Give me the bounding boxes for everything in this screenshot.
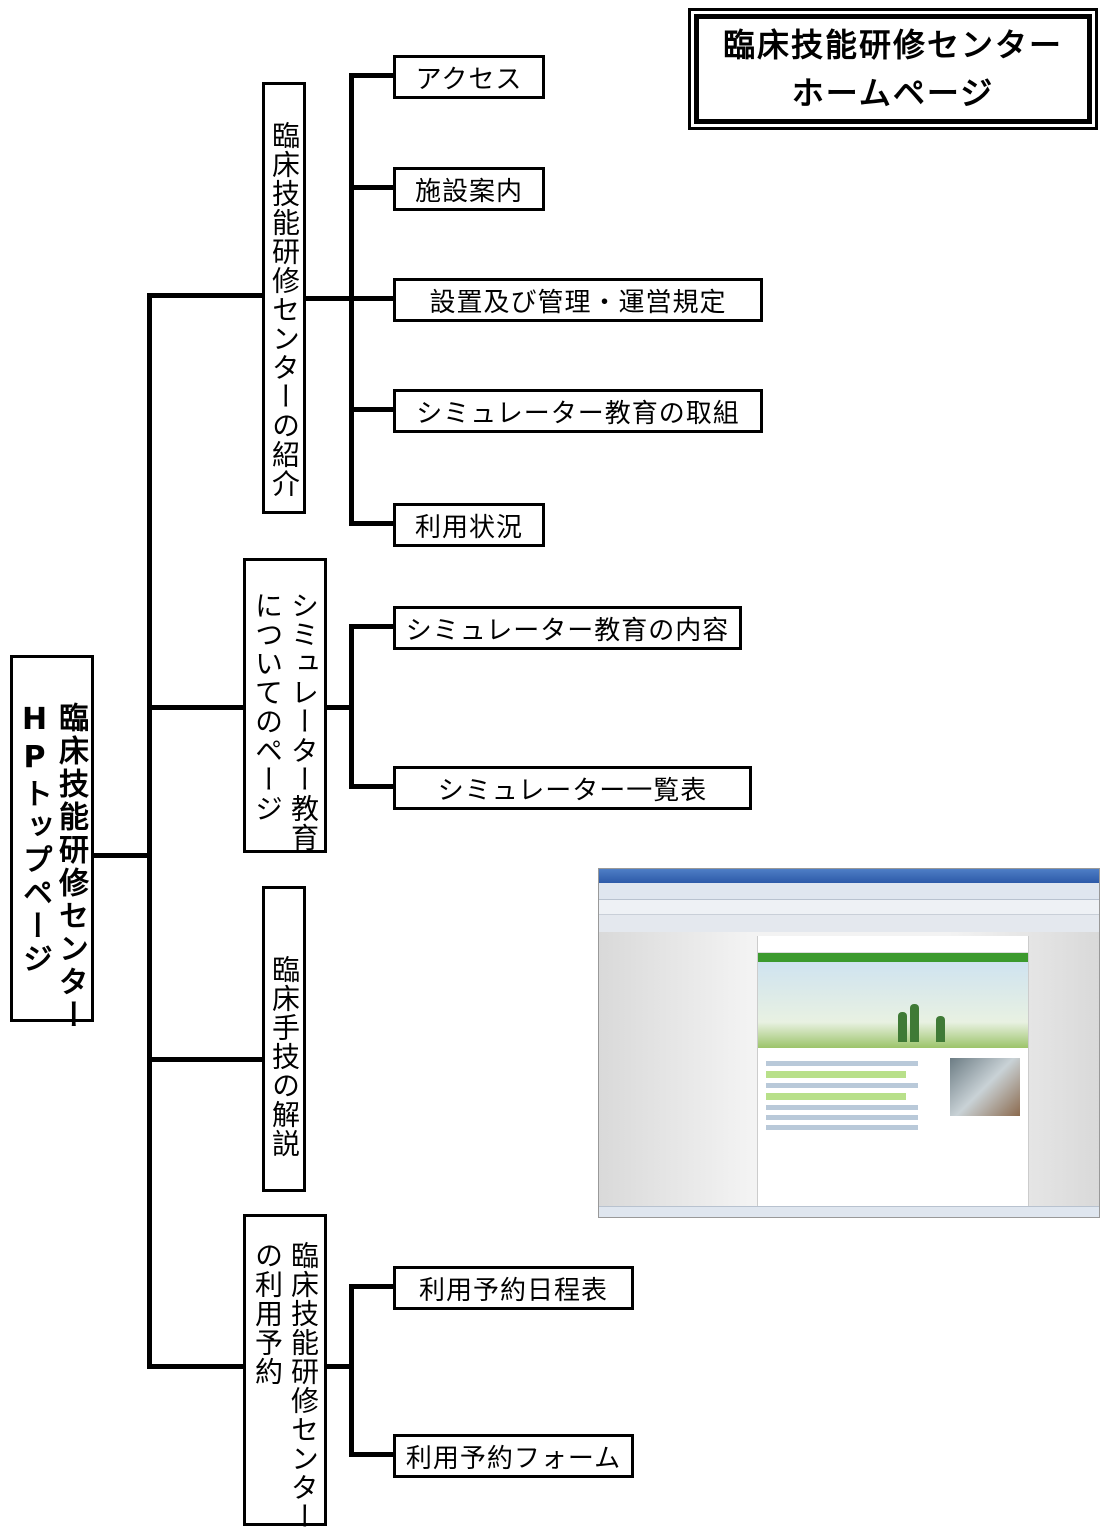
root-connector	[94, 853, 150, 858]
intro-out	[305, 296, 352, 301]
booking-tick-1	[349, 1284, 394, 1289]
content-line	[766, 1115, 919, 1120]
website-body	[757, 936, 1029, 1207]
intro-tick-1	[349, 73, 394, 78]
browser-address-bar	[599, 883, 1099, 900]
banner-tree	[898, 1012, 907, 1042]
branch-sim	[147, 705, 245, 710]
content-highlight	[766, 1093, 906, 1100]
section-simulator-label-2: についてのページ	[251, 591, 284, 823]
leaf-usage-status: 利用状況	[393, 503, 545, 547]
sim-trunk	[349, 624, 354, 789]
content-highlight	[766, 1071, 906, 1078]
section-booking-label-2: の利用予約	[251, 1241, 284, 1386]
browser-toolbar	[599, 900, 1099, 915]
browser-status-bar	[599, 1206, 1099, 1217]
branch-booking	[147, 1364, 245, 1369]
leaf-access: アクセス	[393, 55, 545, 99]
website-content	[758, 1048, 1028, 1143]
content-line	[766, 1125, 919, 1130]
main-trunk	[147, 293, 152, 1368]
section-intro: 臨床技能研修センターの紹介	[262, 82, 306, 514]
website-page	[599, 932, 1099, 1207]
root-label-line-1: 臨床技能研修センター	[53, 702, 88, 1032]
leaf-regulations: 設置及び管理・運営規定	[393, 278, 763, 322]
section-intro-label: 臨床技能研修センターの紹介	[268, 121, 301, 498]
website-navbar	[758, 953, 1028, 962]
website-banner-image	[758, 962, 1028, 1048]
branch-intro	[147, 293, 265, 298]
title-line-2: ホームページ	[791, 74, 995, 112]
content-line	[766, 1061, 919, 1066]
content-line	[766, 1083, 919, 1088]
leaf-sim-content: シミュレーター教育の内容	[393, 606, 742, 650]
section-booking-label-1: 臨床技能研修センター	[287, 1241, 320, 1531]
booking-trunk	[349, 1284, 354, 1457]
sim-tick-2	[349, 784, 394, 789]
content-line	[766, 1105, 919, 1110]
website-photo	[950, 1058, 1020, 1116]
leaf-sim-list: シミュレーター一覧表	[393, 766, 752, 810]
intro-tick-4	[349, 407, 394, 412]
root-label-line-2: HPトップページ	[17, 702, 52, 976]
leaf-booking-form: 利用予約フォーム	[393, 1434, 634, 1478]
website-header	[758, 936, 1028, 953]
intro-tick-2	[349, 185, 394, 190]
booking-out	[326, 1364, 352, 1369]
website-screenshot-image	[598, 868, 1100, 1218]
section-manual-label: 臨床手技の解説	[268, 955, 301, 1158]
title-line-1: 臨床技能研修センター	[722, 26, 1063, 64]
intro-tick-3	[349, 296, 394, 301]
sim-out	[326, 705, 352, 710]
banner-tree	[936, 1016, 945, 1042]
intro-tick-5	[349, 521, 394, 526]
banner-tree	[910, 1004, 919, 1042]
root-node: 臨床技能研修センター HPトップページ	[10, 655, 94, 1032]
leaf-booking-schedule: 利用予約日程表	[393, 1266, 634, 1310]
sim-tick-1	[349, 624, 394, 629]
section-simulator: シミュレーター教育 についてのページ	[243, 558, 327, 853]
branch-manual	[147, 1057, 265, 1062]
leaf-facility: 施設案内	[393, 167, 545, 211]
section-booking: 臨床技能研修センター の利用予約	[243, 1214, 327, 1531]
diagram-title-box: 臨床技能研修センター ホームページ	[688, 8, 1098, 130]
section-manual: 臨床手技の解説	[262, 886, 306, 1192]
section-simulator-label-1: シミュレーター教育	[287, 591, 320, 852]
booking-tick-2	[349, 1452, 394, 1457]
browser-titlebar	[599, 869, 1099, 883]
leaf-sim-initiatives: シミュレーター教育の取組	[393, 389, 763, 433]
